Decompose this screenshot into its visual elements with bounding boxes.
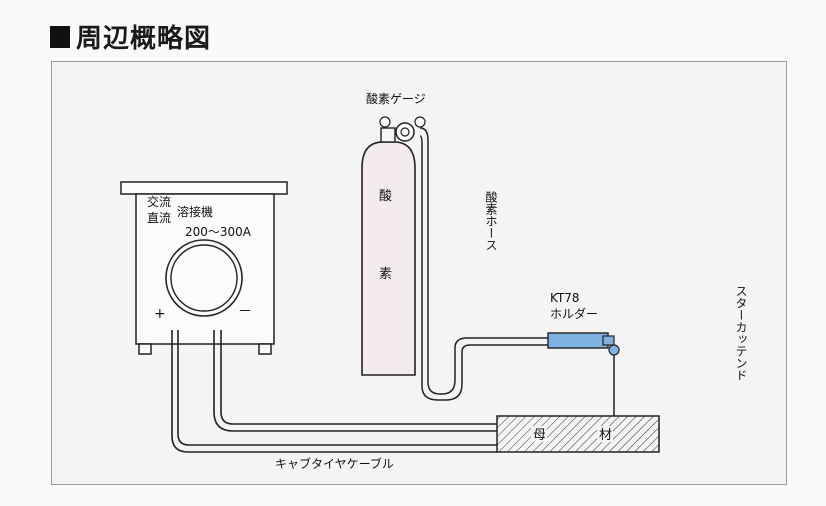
plus-cable-outer (171, 330, 497, 453)
welder-label-range: 200～300A (185, 225, 252, 239)
cables (171, 330, 497, 453)
welder-label-ac: 交流 (147, 194, 171, 209)
base-material-label-1: 母 (533, 428, 546, 443)
oxygen-tank-label-1: 酸 (379, 189, 392, 204)
minus-cable-outer (220, 330, 497, 425)
welder-label-name: 溶接機 (177, 204, 213, 219)
minus-terminal-label: － (238, 304, 252, 320)
page-title: 周辺概略図 (50, 18, 211, 55)
oxygen-gauge-inner (400, 127, 410, 137)
plus-cable-inner (177, 330, 497, 446)
starter-end-label: スターカッテンド (652, 285, 748, 380)
oxygen-hose-label: 酸素ホース (438, 190, 498, 251)
oxygen-gauge-icon (395, 122, 415, 142)
base-material: 母 材 (496, 415, 660, 453)
cable-label: キャブタイヤケーブル (275, 456, 394, 471)
minus-cable-inner (213, 330, 497, 432)
welder-body (135, 193, 275, 345)
oxygen-valve-right (414, 116, 426, 128)
oxygen-hose (419, 127, 548, 401)
oxygen-tank-neck (380, 127, 396, 143)
oxygen-gauge-label: 酸素ゲージ (366, 91, 426, 106)
plus-terminal-label: + (154, 306, 166, 322)
title-text: 周辺概略図 (76, 24, 212, 54)
title-square-icon (50, 25, 70, 48)
holder-model-label: KT78 (550, 291, 580, 305)
welder-top-plate (120, 181, 288, 195)
oxygen-hose-outer (419, 127, 548, 395)
oxygen-tank-body (361, 141, 416, 376)
welder-dial-outer (165, 239, 243, 317)
welder-label-dc: 直流 (147, 211, 171, 225)
base-label-bg-2 (597, 426, 613, 442)
welder-foot-left (138, 343, 152, 355)
oxygen-tank: 酸素ゲージ 酸 素 (361, 91, 426, 376)
holder-nozzle-icon (608, 344, 620, 356)
oxygen-valve-left (379, 116, 391, 128)
base-material-block (496, 415, 660, 453)
holder-name-label: ホルダー (550, 306, 598, 321)
welder-foot-right (258, 343, 272, 355)
welder-dial-inner (170, 244, 238, 312)
oxygen-tank-label-2: 素 (379, 267, 392, 282)
oxygen-hose-inner (419, 135, 548, 401)
welding-machine: 交流 直流 溶接機 200～300A + － (120, 181, 288, 355)
base-label-bg-1 (531, 426, 547, 442)
holder-body (547, 332, 609, 349)
holder-tip (602, 335, 615, 346)
base-material-label-2: 材 (599, 428, 612, 443)
holder: KT78 ホルダー (547, 291, 620, 416)
